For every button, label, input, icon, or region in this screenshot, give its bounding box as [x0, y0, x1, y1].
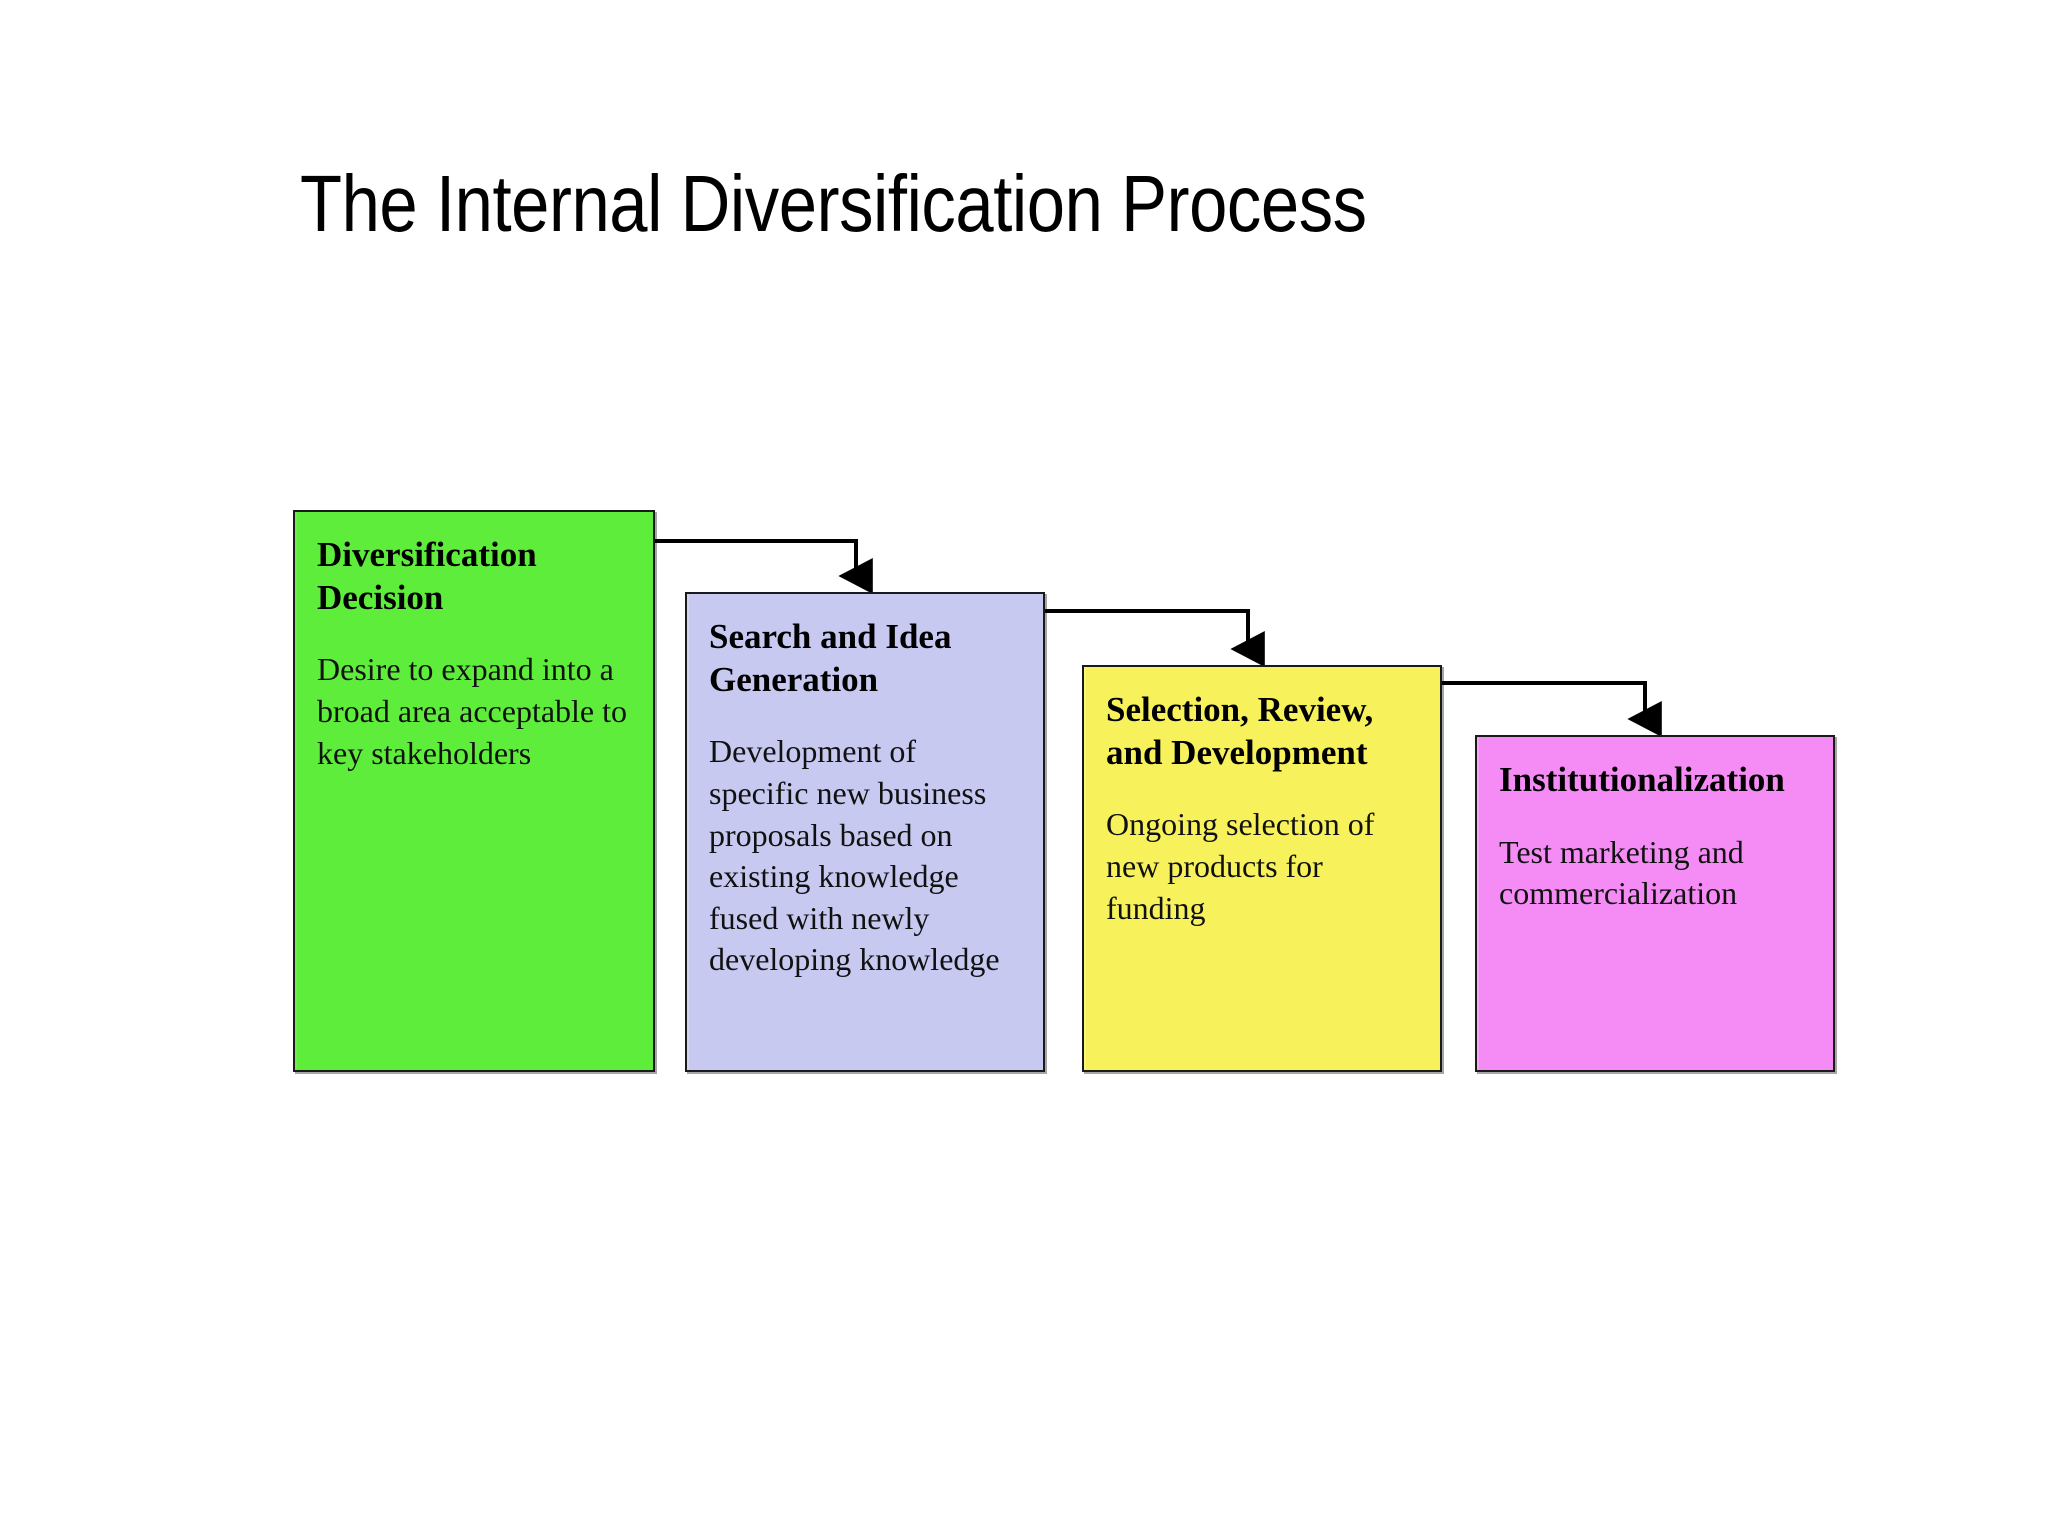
- process-stage-search-idea-generation[interactable]: Search and Idea Generation Development o…: [685, 592, 1045, 1072]
- stage-title: Search and Idea Generation: [709, 617, 952, 699]
- page-title: The Internal Diversification Process: [300, 158, 1367, 248]
- stage-body: Test marketing and commercialization: [1499, 833, 1744, 912]
- stage-body: Development of specific new business pro…: [709, 733, 1000, 978]
- process-stage-diversification-decision[interactable]: Diversification Decision Desire to expan…: [293, 510, 655, 1072]
- stage-body: Ongoing selection of new products for fu…: [1106, 806, 1375, 926]
- stage-title: Diversification Decision: [317, 535, 537, 617]
- stage-body: Desire to expand into a broad area accep…: [317, 651, 628, 771]
- connector-decision-to-search: [655, 539, 873, 594]
- stage-title: Institutionalization: [1499, 760, 1785, 799]
- connector-selection-to-institutionalization: [1442, 681, 1662, 737]
- process-stage-selection-review-development[interactable]: Selection, Review, and Development Ongoi…: [1082, 665, 1442, 1072]
- connector-search-to-selection: [1045, 609, 1265, 667]
- process-stage-institutionalization[interactable]: Institutionalization Test marketing and …: [1475, 735, 1835, 1072]
- stage-title: Selection, Review, and Development: [1106, 690, 1374, 772]
